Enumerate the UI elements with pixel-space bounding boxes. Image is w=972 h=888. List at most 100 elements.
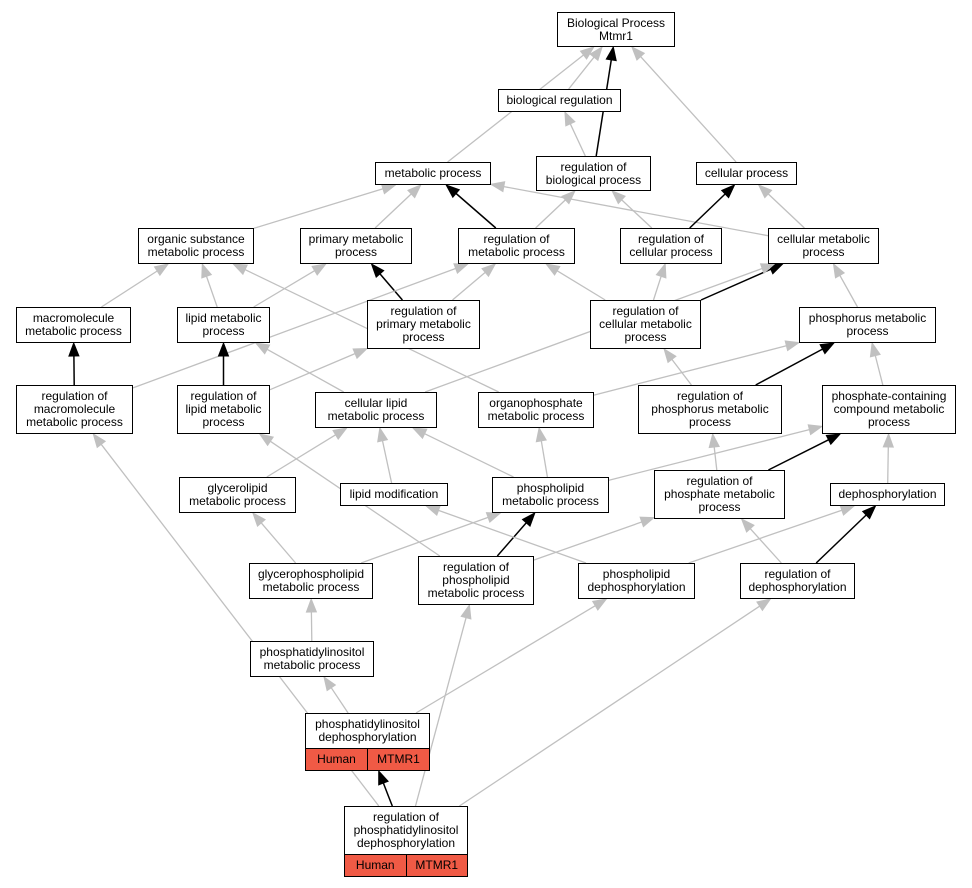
edge-arrowhead: [352, 347, 369, 360]
edge-arrowhead: [605, 45, 617, 62]
edge-lipidmod-to-celllipid: [381, 440, 393, 484]
term-label-line: macromolecule: [33, 402, 116, 416]
term-node-metab[interactable]: metabolic process: [375, 162, 491, 185]
term-label-line: Biological Process: [566, 15, 666, 30]
term-label-line: process: [802, 245, 845, 259]
term-label-line: process: [698, 500, 741, 514]
term-label: metabolic process: [385, 167, 482, 180]
term-label-line: cellular metabolic: [599, 317, 692, 331]
edge-arrowhead: [378, 769, 389, 786]
edge-organophos-to-phosmet: [593, 345, 787, 396]
term-label-line: phospholipid: [516, 481, 585, 495]
edge-arrowhead: [489, 181, 506, 193]
edge-arrowhead: [445, 184, 461, 199]
edge-bioreg-to-root: [568, 56, 595, 90]
term-label-line: process: [688, 415, 732, 429]
edge-arrowhead: [869, 341, 881, 358]
edge-arrowhead: [258, 433, 275, 447]
edge-phospholip-to-celllipid: [424, 433, 514, 478]
term-label-line: cellular lipid: [344, 396, 408, 410]
edge-regmet-to-metab: [455, 192, 497, 229]
term-label-line: process: [202, 324, 245, 338]
edge-arrowhead: [521, 511, 536, 527]
term-node-bioreg[interactable]: biological regulation: [498, 89, 621, 112]
term-node-lipidmod[interactable]: lipid modification: [340, 483, 448, 506]
gene-cell: MTMR1: [405, 855, 467, 876]
term-label-line: phosphatidylinositol: [353, 823, 459, 837]
edge-regcellmet-to-regmet: [556, 270, 606, 301]
term-node-dephos[interactable]: dephosphorylation: [830, 483, 945, 506]
edge-arrowhead: [579, 46, 595, 60]
term-label-line: dephosphorylation: [838, 487, 937, 501]
term-node-cellproc[interactable]: cellular process: [696, 162, 797, 185]
term-label-line: biological process: [545, 172, 642, 187]
term-label-line: phosphorus metabolic: [808, 311, 927, 325]
term-label-line: phospholipid: [442, 573, 510, 587]
term-label-line: process: [846, 324, 889, 338]
term-label-line: organophosphate: [489, 396, 583, 410]
edge-phospholip-to-phoscont: [608, 428, 810, 481]
edge-arrowhead: [424, 505, 441, 516]
term-label-line: cellular metabolic: [777, 232, 870, 246]
edge-arrowhead: [759, 263, 776, 275]
term-label-line: phosphatidylinositol: [259, 645, 365, 659]
term-label-line: regulation of: [483, 232, 550, 246]
edge-arrowhead: [377, 426, 389, 443]
term-label-line: dephosphorylation: [318, 730, 417, 744]
edge-regcellmet-to-cellmet: [700, 268, 772, 301]
edge-regdephos-to-regphosphate: [749, 528, 782, 564]
edge-regbio-to-bioreg: [569, 123, 586, 157]
edge-arrowhead: [380, 183, 397, 195]
term-label: lipid modification: [350, 488, 439, 501]
edge-pidephos-to-pimet: [330, 687, 349, 714]
edge-glycerolip-to-celllipid: [266, 434, 336, 478]
edge-glycerophos-to-glycerolip: [260, 522, 297, 564]
term-label-line: cellular process: [704, 166, 789, 180]
term-label-line: lipid metabolic: [185, 311, 262, 325]
species-cell: Human: [306, 749, 367, 770]
edge-phospholipdephos-to-lipidmod: [438, 509, 587, 564]
species-cell: Human: [345, 855, 406, 876]
edge-arrowhead: [784, 340, 801, 352]
